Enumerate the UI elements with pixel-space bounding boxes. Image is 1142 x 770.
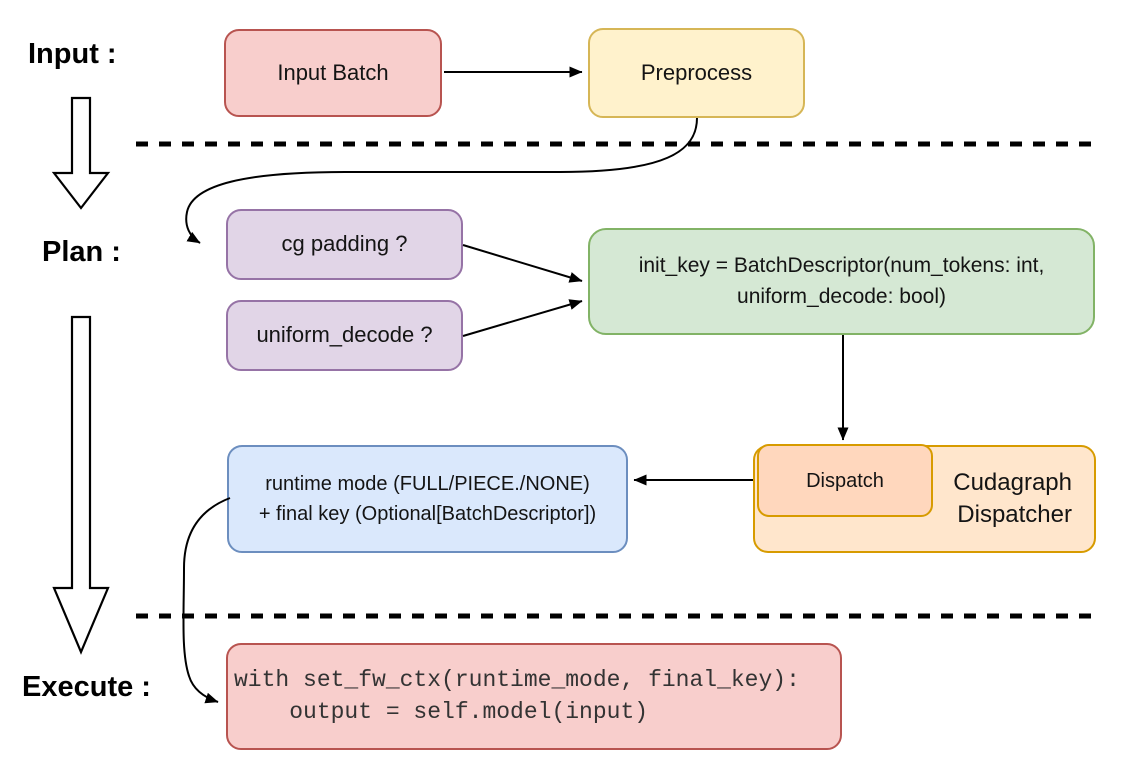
stage-label-plan: Plan : xyxy=(42,236,121,268)
node-cudagraph-line1: Cudagraph xyxy=(953,468,1072,496)
node-preprocess-label: Preprocess xyxy=(640,59,753,85)
node-cudagraph-line2: Dispatcher xyxy=(957,501,1072,528)
node-uniform-decode: uniform_decode ? xyxy=(226,300,463,371)
node-dispatch-label: Dispatch xyxy=(806,469,884,492)
stage-arrow-plan-to-execute-icon xyxy=(52,315,110,655)
execute-code-line1: with set_fw_ctx(runtime_mode, final_key)… xyxy=(234,667,800,694)
arrow-runtime-to-code xyxy=(182,497,231,704)
node-input-batch: Input Batch xyxy=(224,29,442,117)
node-init-key: init_key = BatchDescriptor(num_tokens: i… xyxy=(588,228,1095,335)
arrow-uniformdecode-to-initkey xyxy=(462,299,583,337)
node-init-key-line2: uniform_decode: bool) xyxy=(737,284,946,308)
node-runtime-line2: + final key (Optional[BatchDescriptor]) xyxy=(258,503,597,525)
arrow-cgpadding-to-initkey xyxy=(462,244,583,283)
execute-code-line2: output = self.model(input) xyxy=(234,698,649,725)
stage-arrow-input-to-plan-icon xyxy=(51,96,111,210)
node-uniform-decode-label: uniform_decode ? xyxy=(256,322,433,348)
node-dispatch: Dispatch xyxy=(757,444,933,517)
node-preprocess: Preprocess xyxy=(588,28,805,118)
stage-label-input: Input : xyxy=(28,38,117,70)
stage-label-execute: Execute : xyxy=(22,671,151,703)
node-input-batch-label: Input Batch xyxy=(277,59,389,85)
node-runtime-result: runtime mode (FULL/PIECE./NONE) + final … xyxy=(227,445,628,553)
node-cg-padding-label: cg padding ? xyxy=(281,231,408,257)
node-runtime-line1: runtime mode (FULL/PIECE./NONE) xyxy=(265,473,590,495)
node-init-key-line1: init_key = BatchDescriptor(num_tokens: i… xyxy=(638,254,1045,278)
node-execute-code: with set_fw_ctx(runtime_mode, final_key)… xyxy=(226,643,842,750)
node-cg-padding: cg padding ? xyxy=(226,209,463,280)
